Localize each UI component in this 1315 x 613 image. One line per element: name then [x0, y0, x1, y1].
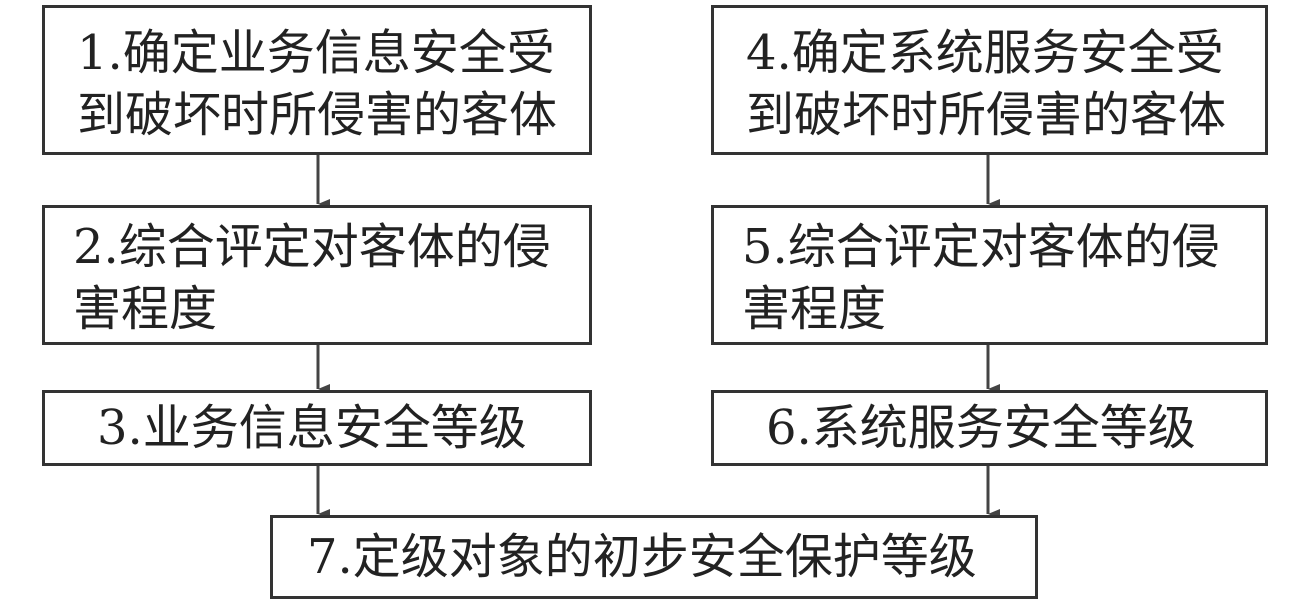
step-6-box: 6.系统服务安全等级 [711, 390, 1268, 466]
step-7-label: 7.定级对象的初步安全保护等级 [307, 529, 977, 585]
step-2-line-2: 害程度 [73, 281, 218, 337]
step-1-line-1: 1.确定业务信息安全受 [77, 25, 555, 81]
step-4-line-2: 到破坏时所侵害的客体 [746, 87, 1227, 143]
step-5-line-1: 5.综合评定对客体的侵 [742, 219, 1220, 275]
step-6-label: 6.系统服务安全等级 [766, 400, 1196, 456]
step-5-box: 5.综合评定对客体的侵 害程度 [711, 205, 1268, 345]
step-3-box: 3.业务信息安全等级 [42, 390, 592, 466]
step-7-box: 7.定级对象的初步安全保护等级 [270, 515, 1038, 599]
step-2-box: 2.综合评定对客体的侵 害程度 [42, 205, 592, 345]
step-4-box: 4.确定系统服务安全受 到破坏时所侵害的客体 [711, 5, 1268, 155]
step-1-box: 1.确定业务信息安全受 到破坏时所侵害的客体 [42, 5, 592, 155]
step-4-line-1: 4.确定系统服务安全受 [746, 25, 1224, 81]
step-5-line-2: 害程度 [742, 281, 887, 337]
step-2-line-1: 2.综合评定对客体的侵 [73, 219, 551, 275]
step-1-line-2: 到破坏时所侵害的客体 [77, 87, 558, 143]
step-3-label: 3.业务信息安全等级 [97, 400, 527, 456]
